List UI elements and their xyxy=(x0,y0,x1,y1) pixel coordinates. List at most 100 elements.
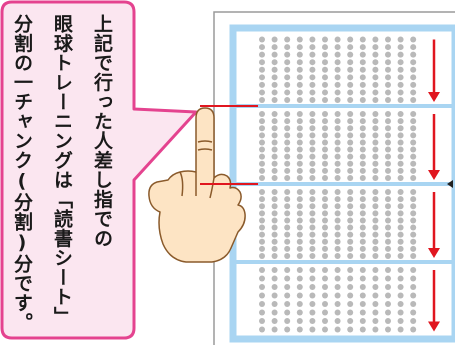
grid-dot xyxy=(359,89,366,96)
grid-dot xyxy=(385,51,391,58)
grid-dot xyxy=(359,153,366,160)
grid-dot xyxy=(359,51,366,58)
grid-dot xyxy=(372,292,379,299)
sheet-paper xyxy=(213,11,455,345)
grid-dot xyxy=(271,284,278,290)
grid-dot xyxy=(271,66,278,73)
grid-dot xyxy=(397,267,404,273)
grid-dot xyxy=(322,81,328,88)
grid-dot xyxy=(259,301,265,307)
grid-dot xyxy=(410,66,417,73)
grid-dot xyxy=(284,292,291,299)
grid-dot xyxy=(271,167,278,174)
grid-dot xyxy=(347,275,354,282)
grid-dot xyxy=(271,81,278,88)
grid-dot xyxy=(372,309,379,316)
grid-dot xyxy=(397,231,404,238)
grid-dot xyxy=(334,231,341,238)
grid-dot xyxy=(347,44,354,51)
grid-dot xyxy=(284,267,291,273)
grid-dot xyxy=(372,267,379,273)
grid-dot xyxy=(259,245,265,252)
grid-dot xyxy=(347,66,354,73)
grid-dot xyxy=(410,210,417,217)
grid-dot xyxy=(397,89,404,96)
grid-dot xyxy=(397,253,404,259)
grid-dot xyxy=(359,238,366,245)
grid-dot xyxy=(322,301,328,307)
grid-dot xyxy=(284,97,291,103)
grid-dot xyxy=(334,89,341,96)
grid-dot xyxy=(284,167,291,174)
grid-dot xyxy=(259,118,265,125)
pointing-hand-icon xyxy=(148,107,246,263)
grid-dot xyxy=(334,36,341,43)
grid-dot xyxy=(296,275,303,282)
grid-dot xyxy=(334,309,341,316)
grid-dot xyxy=(385,284,391,290)
grid-dot xyxy=(397,189,404,195)
grid-dot xyxy=(397,132,404,139)
grid-dot xyxy=(309,160,316,167)
grid-dot xyxy=(296,111,303,117)
grid-dot xyxy=(347,224,354,231)
grid-dot xyxy=(309,97,316,103)
grid-dot xyxy=(259,217,265,224)
grid-dot xyxy=(334,66,341,73)
grid-dot xyxy=(284,301,291,307)
grid-dot xyxy=(385,160,391,167)
grid-dot xyxy=(359,245,366,252)
grid-dot xyxy=(334,245,341,252)
grid-dot xyxy=(397,51,404,58)
grid-dot xyxy=(359,231,366,238)
grid-dot xyxy=(359,210,366,217)
grid-dot xyxy=(347,153,354,160)
grid-dot xyxy=(322,153,328,160)
grid-dot xyxy=(372,217,379,224)
grid-dot xyxy=(397,217,404,224)
grid-dot xyxy=(385,196,391,203)
grid-dot xyxy=(322,89,328,96)
grid-dot xyxy=(322,292,328,299)
grid-dot xyxy=(322,217,328,224)
grid-dot xyxy=(259,253,265,259)
grid-dot xyxy=(322,203,328,210)
grid-dot xyxy=(259,309,265,316)
grid-dot xyxy=(347,217,354,224)
grid-dot xyxy=(322,318,328,324)
grid-dot xyxy=(271,224,278,231)
grid-dot xyxy=(334,125,341,132)
grid-dot xyxy=(410,267,417,273)
right-pointer-icon xyxy=(447,180,453,188)
grid-dot xyxy=(410,125,417,132)
grid-dot xyxy=(296,44,303,51)
grid-dot xyxy=(347,326,354,333)
grid-dot xyxy=(397,160,404,167)
grid-dot xyxy=(259,284,265,290)
grid-dot xyxy=(385,203,391,210)
grid-dot xyxy=(347,132,354,139)
grid-dot xyxy=(284,160,291,167)
grid-dot xyxy=(296,189,303,195)
grid-dot xyxy=(397,44,404,51)
grid-dot xyxy=(271,44,278,51)
grid-dot xyxy=(347,203,354,210)
grid-dot xyxy=(397,81,404,88)
grid-dot xyxy=(359,132,366,139)
callout-line-2: 眼球トレーニングは「読書シート」 xyxy=(51,14,73,326)
grid-dot xyxy=(322,97,328,103)
grid-dot xyxy=(410,139,417,146)
grid-dot xyxy=(359,44,366,51)
grid-dot xyxy=(271,189,278,195)
grid-dot xyxy=(296,139,303,146)
grid-dot xyxy=(397,125,404,132)
grid-dot xyxy=(309,167,316,174)
grid-dot xyxy=(334,97,341,103)
grid-dot xyxy=(385,309,391,316)
grid-dot xyxy=(309,217,316,224)
grid-dot xyxy=(259,111,265,117)
grid-dot xyxy=(372,74,379,81)
grid-dot xyxy=(385,238,391,245)
